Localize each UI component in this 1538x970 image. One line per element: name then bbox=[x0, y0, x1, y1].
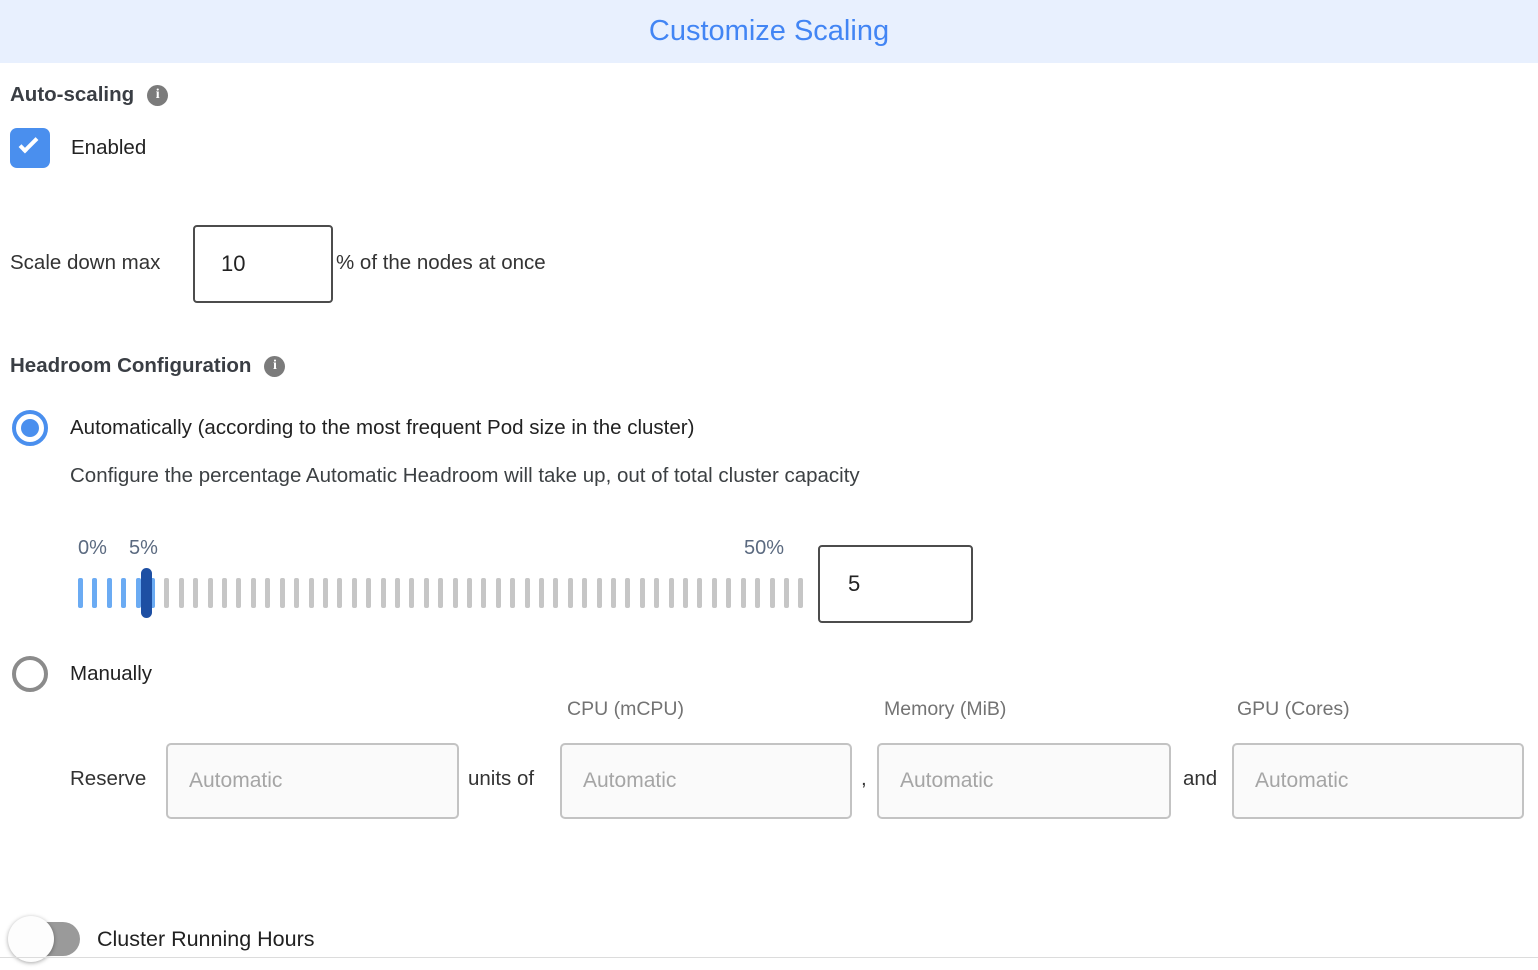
slider-tick bbox=[466, 578, 472, 608]
slider-tick bbox=[78, 578, 83, 608]
slider-tick bbox=[106, 578, 112, 608]
cluster-running-hours-label: Cluster Running Hours bbox=[97, 927, 315, 951]
headroom-section-header: Headroom Configuration i bbox=[10, 354, 286, 378]
reserve-label: Reserve bbox=[70, 767, 147, 790]
slider-tick bbox=[582, 578, 588, 608]
slider-tick bbox=[510, 578, 516, 608]
slider-tick bbox=[639, 578, 645, 608]
slider-tick bbox=[121, 578, 127, 608]
cluster-running-hours-toggle[interactable] bbox=[8, 916, 80, 962]
radio-dot bbox=[21, 419, 39, 437]
page-title: Customize Scaling bbox=[648, 15, 890, 47]
slider-tick bbox=[683, 578, 689, 608]
slider-tick bbox=[236, 578, 242, 608]
slider-tick bbox=[150, 578, 156, 608]
slider-tick bbox=[351, 578, 357, 608]
slider-tick bbox=[755, 578, 761, 608]
reserve-memory-input[interactable] bbox=[877, 743, 1171, 819]
headroom-percentage-input[interactable] bbox=[818, 545, 973, 623]
and-label: and bbox=[1183, 767, 1218, 790]
slider-tick bbox=[423, 578, 429, 608]
slider-tick bbox=[135, 578, 141, 608]
slider-current-label: 5% bbox=[129, 537, 158, 559]
toggle-knob[interactable] bbox=[8, 916, 54, 962]
headroom-label: Headroom Configuration bbox=[10, 354, 252, 377]
slider-tick bbox=[481, 578, 487, 608]
comma-label: , bbox=[861, 767, 867, 790]
slider-tick bbox=[740, 578, 746, 608]
column-header-memory: Memory (MiB) bbox=[884, 698, 1007, 720]
slider-tick bbox=[222, 578, 228, 608]
slider-tick bbox=[250, 578, 256, 608]
auto-scaling-checkbox[interactable] bbox=[10, 128, 50, 168]
headroom-manual-radio[interactable] bbox=[12, 656, 48, 692]
slider-tick bbox=[524, 578, 530, 608]
slider-tick bbox=[193, 578, 199, 608]
reserve-gpu-input[interactable] bbox=[1232, 743, 1524, 819]
slider-tick bbox=[798, 578, 804, 608]
checkmark-icon bbox=[18, 133, 39, 154]
slider-tick bbox=[567, 578, 573, 608]
headroom-manual-label: Manually bbox=[70, 662, 153, 685]
slider-tick bbox=[178, 578, 184, 608]
slider-min-label: 0% bbox=[78, 537, 107, 559]
headroom-slider-track[interactable] bbox=[78, 568, 804, 618]
headroom-auto-radio[interactable] bbox=[12, 410, 48, 446]
scale-down-label: Scale down max bbox=[10, 251, 161, 274]
slider-tick bbox=[596, 578, 602, 608]
info-icon[interactable]: i bbox=[147, 84, 169, 106]
headroom-auto-description: Configure the percentage Automatic Headr… bbox=[70, 464, 860, 487]
slider-tick bbox=[265, 578, 271, 608]
slider-tick bbox=[294, 578, 300, 608]
column-header-gpu: GPU (Cores) bbox=[1237, 698, 1350, 720]
slider-handle[interactable] bbox=[141, 568, 152, 618]
units-of-label: units of bbox=[468, 767, 535, 790]
reserve-units-input[interactable] bbox=[166, 743, 459, 819]
slider-tick bbox=[726, 578, 732, 608]
slider-tick bbox=[207, 578, 213, 608]
slider-tick bbox=[711, 578, 717, 608]
slider-tick bbox=[783, 578, 789, 608]
slider-tick bbox=[654, 578, 660, 608]
slider-tick bbox=[164, 578, 170, 608]
slider-tick bbox=[394, 578, 400, 608]
slider-tick bbox=[308, 578, 314, 608]
bottom-divider bbox=[0, 957, 1538, 958]
slider-tick bbox=[409, 578, 415, 608]
scale-down-suffix: % of the nodes at once bbox=[336, 251, 546, 274]
slider-tick bbox=[322, 578, 328, 608]
slider-max-label: 50% bbox=[744, 537, 785, 559]
auto-scaling-section-header: Auto-scaling i bbox=[10, 83, 169, 107]
scale-down-input[interactable] bbox=[193, 225, 333, 303]
slider-tick bbox=[279, 578, 285, 608]
enabled-label: Enabled bbox=[71, 136, 147, 159]
reserve-cpu-input[interactable] bbox=[560, 743, 852, 819]
slider-tick bbox=[539, 578, 544, 608]
slider-tick bbox=[625, 578, 631, 608]
dialog-header: Customize Scaling bbox=[0, 0, 1538, 63]
column-header-cpu: CPU (mCPU) bbox=[567, 698, 684, 720]
slider-tick bbox=[553, 578, 559, 608]
slider-tick bbox=[611, 578, 617, 608]
slider-tick bbox=[92, 578, 98, 608]
auto-scaling-label: Auto-scaling bbox=[10, 83, 135, 106]
slider-tick bbox=[366, 578, 372, 608]
slider-tick bbox=[452, 578, 458, 608]
info-icon[interactable]: i bbox=[264, 355, 286, 377]
slider-tick bbox=[769, 578, 775, 608]
slider-tick bbox=[495, 578, 501, 608]
slider-tick bbox=[697, 578, 703, 608]
headroom-auto-label: Automatically (according to the most fre… bbox=[70, 416, 695, 439]
auto-scaling-enabled-row: Enabled bbox=[10, 128, 146, 168]
slider-tick bbox=[438, 578, 444, 608]
slider-tick bbox=[380, 578, 386, 608]
slider-tick bbox=[668, 578, 674, 608]
slider-tick bbox=[337, 578, 343, 608]
